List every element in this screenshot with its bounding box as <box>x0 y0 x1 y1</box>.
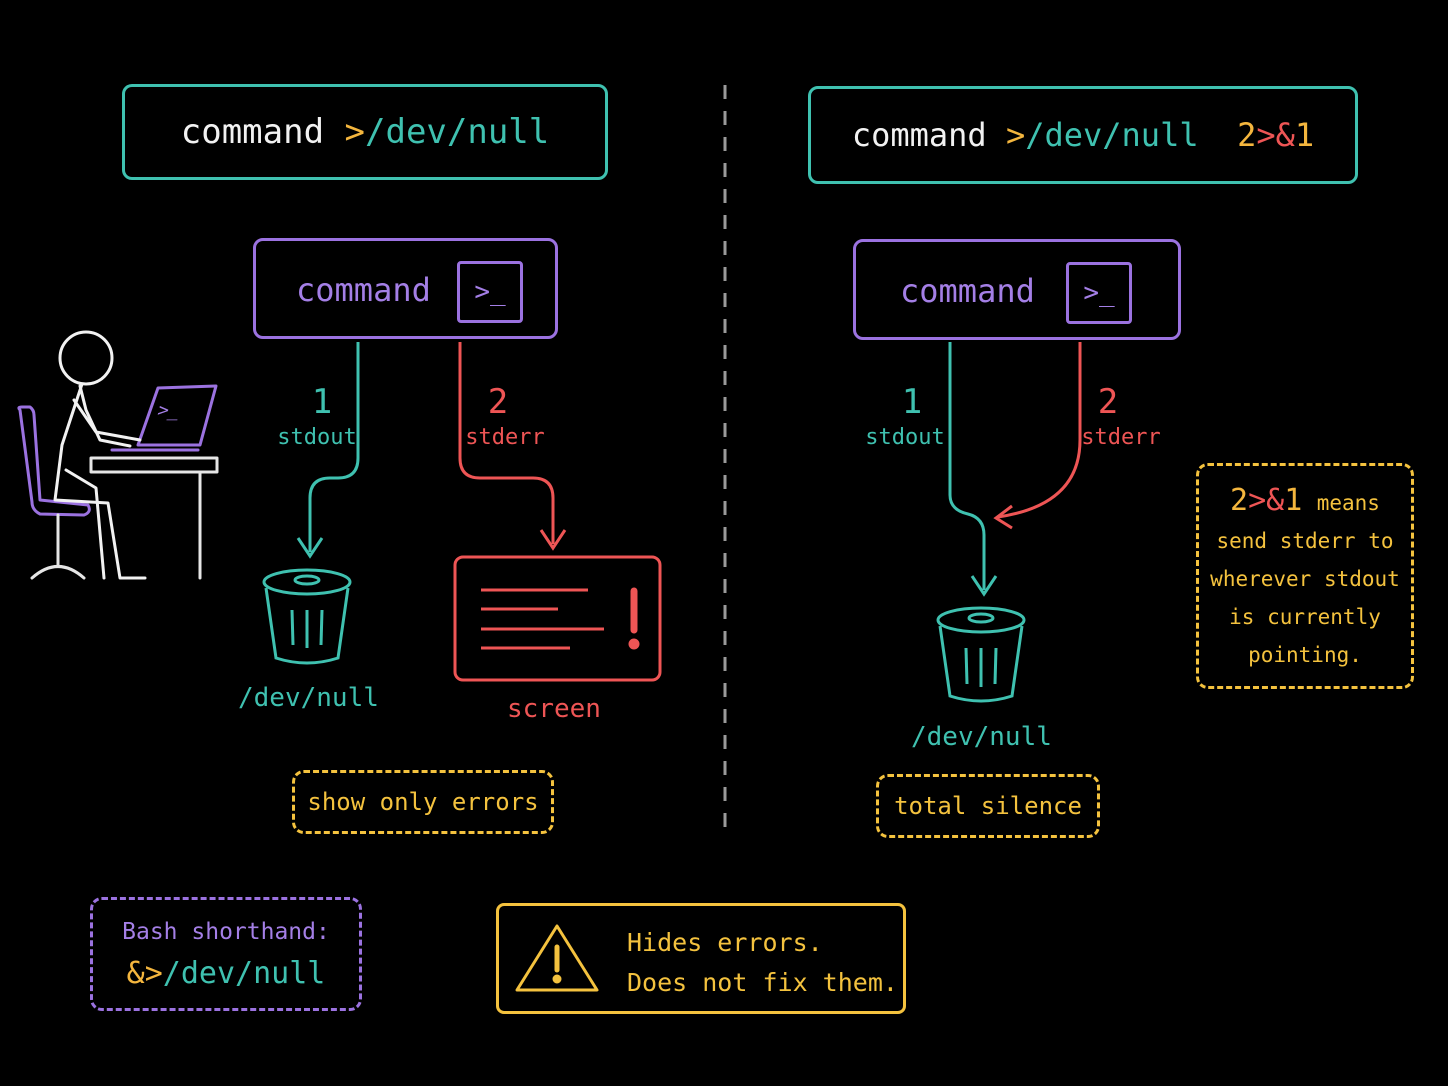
right-command-box: command > /dev/null 2 >& 1 <box>808 86 1358 184</box>
left-stderr-label: stderr <box>465 425 545 450</box>
right-devnull-label: /dev/null <box>911 722 1052 752</box>
right-dup-target: 1 <box>1294 116 1315 154</box>
right-process-box: command >_ <box>853 239 1181 340</box>
show-only-errors-note: show only errors <box>292 770 554 834</box>
left-trash-icon <box>262 568 352 665</box>
left-process-label: command <box>296 271 431 309</box>
right-dup-op: >& <box>1256 116 1295 154</box>
right-redirect-operator: > <box>1005 116 1026 154</box>
warning-triangle-icon <box>515 924 599 992</box>
left-redirect-target: /dev/null <box>365 112 550 152</box>
left-stderr-arrow <box>458 342 555 544</box>
right-stderr-label: stderr <box>1081 425 1161 450</box>
left-devnull-label: /dev/null <box>238 683 379 713</box>
right-stdout-fd: 1 <box>901 382 923 422</box>
right-stderr-arrow <box>997 342 1082 519</box>
right-command-text: command <box>851 116 987 154</box>
left-stdout-arrow <box>308 342 360 552</box>
screen-label: screen <box>507 694 601 724</box>
left-redirect-operator: > <box>344 112 366 152</box>
warning-box: Hides errors. Does not fix them. <box>496 903 906 1014</box>
right-dup-fd: 2 <box>1237 116 1257 154</box>
left-command-text: command <box>180 112 325 152</box>
right-stdout-label: stdout <box>865 425 945 450</box>
dup-explanation-note: 2>&1 means send stderr to wherever stdou… <box>1196 463 1414 689</box>
right-stderr-fd: 2 <box>1097 382 1119 422</box>
left-stdout-fd: 1 <box>311 382 333 422</box>
right-stdout-arrow <box>948 342 986 590</box>
screen-icon <box>453 555 662 682</box>
warning-line-1: Hides errors. <box>627 928 823 957</box>
left-stderr-fd: 2 <box>487 382 509 422</box>
person-at-desk-illustration <box>17 330 219 580</box>
left-process-box: command >_ <box>253 238 558 339</box>
left-command-box: command > /dev/null <box>122 84 608 180</box>
left-terminal-icon: >_ <box>457 261 523 323</box>
warning-line-2: Does not fix them. <box>627 968 898 997</box>
bash-shorthand-note: Bash shorthand: &>/dev/null <box>90 897 362 1011</box>
left-stdout-label: stdout <box>277 425 357 450</box>
total-silence-note: total silence <box>876 774 1100 838</box>
right-process-label: command <box>900 272 1035 310</box>
right-redirect-target: /dev/null <box>1025 116 1199 154</box>
right-trash-icon <box>936 606 1026 703</box>
right-terminal-icon: >_ <box>1066 262 1132 324</box>
